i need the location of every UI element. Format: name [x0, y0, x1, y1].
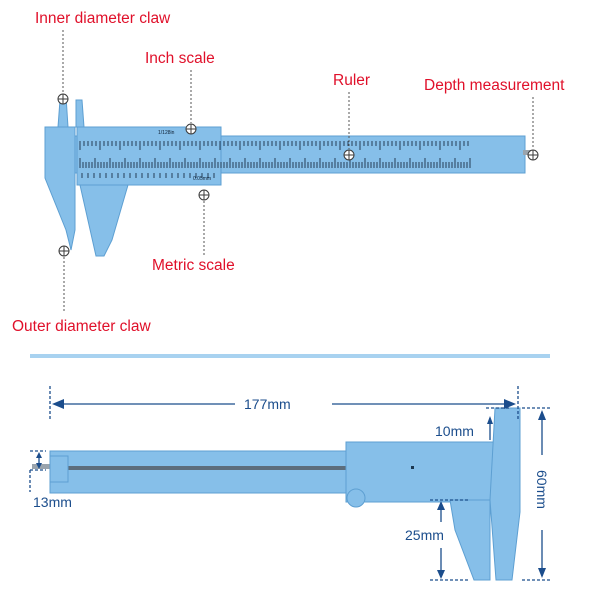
dim-depth-rod: 13mm: [33, 494, 72, 510]
dimension-lines: [29, 386, 550, 581]
bottom-slider-jaw: [449, 499, 491, 581]
callout-ruler: Ruler: [333, 72, 370, 89]
bottom-beam-groove: [55, 466, 355, 470]
metric-resolution-label: 0.05mm: [193, 176, 211, 182]
marker-depth-icon: [527, 149, 539, 161]
bottom-slider-dot: [411, 466, 414, 469]
bottom-end-cap: [49, 455, 69, 483]
vernier-slider: [76, 126, 222, 186]
bottom-slider: [345, 441, 513, 503]
marker-ruler-icon: [343, 149, 355, 161]
dim-total-height: 60mm: [534, 470, 550, 509]
top-caliper: 1/128in 0.05mm: [44, 95, 535, 257]
bottom-thumb-knob: [346, 488, 366, 508]
callout-metric-scale: Metric scale: [152, 257, 235, 274]
inch-resolution-label: 1/128in: [158, 130, 175, 136]
bottom-caliper: [32, 407, 521, 581]
slider-outer-jaw: [79, 184, 129, 257]
section-divider: [30, 354, 550, 358]
marker-inch-scale-icon: [185, 123, 197, 135]
leader-lines: [62, 30, 534, 312]
callout-inner-diameter-claw: Inner diameter claw: [35, 10, 171, 27]
bottom-depth-rod: [32, 464, 52, 469]
scale-ticks: [79, 141, 471, 178]
marker-outer-claw-icon: [58, 245, 70, 257]
dim-inner-jaw: 10mm: [435, 423, 474, 439]
dim-total-length: 177mm: [244, 396, 291, 412]
marker-metric-scale-icon: [198, 189, 210, 201]
bottom-fixed-jaw: [489, 407, 521, 581]
dimension-labels: 177mm 13mm 10mm 25mm 60mm: [33, 396, 550, 543]
dim-outer-jaw: 25mm: [405, 527, 444, 543]
marker-inner-claw-icon: [57, 93, 69, 105]
callouts: Inner diameter claw Inch scale Ruler Dep…: [12, 10, 565, 335]
slider-inner-jaw: [75, 99, 85, 128]
fixed-outer-jaw: [44, 126, 76, 251]
callout-depth-measurement: Depth measurement: [424, 77, 565, 94]
callout-outer-diameter-claw: Outer diameter claw: [12, 318, 151, 335]
callout-markers: [57, 93, 539, 257]
callout-inch-scale: Inch scale: [145, 50, 215, 67]
